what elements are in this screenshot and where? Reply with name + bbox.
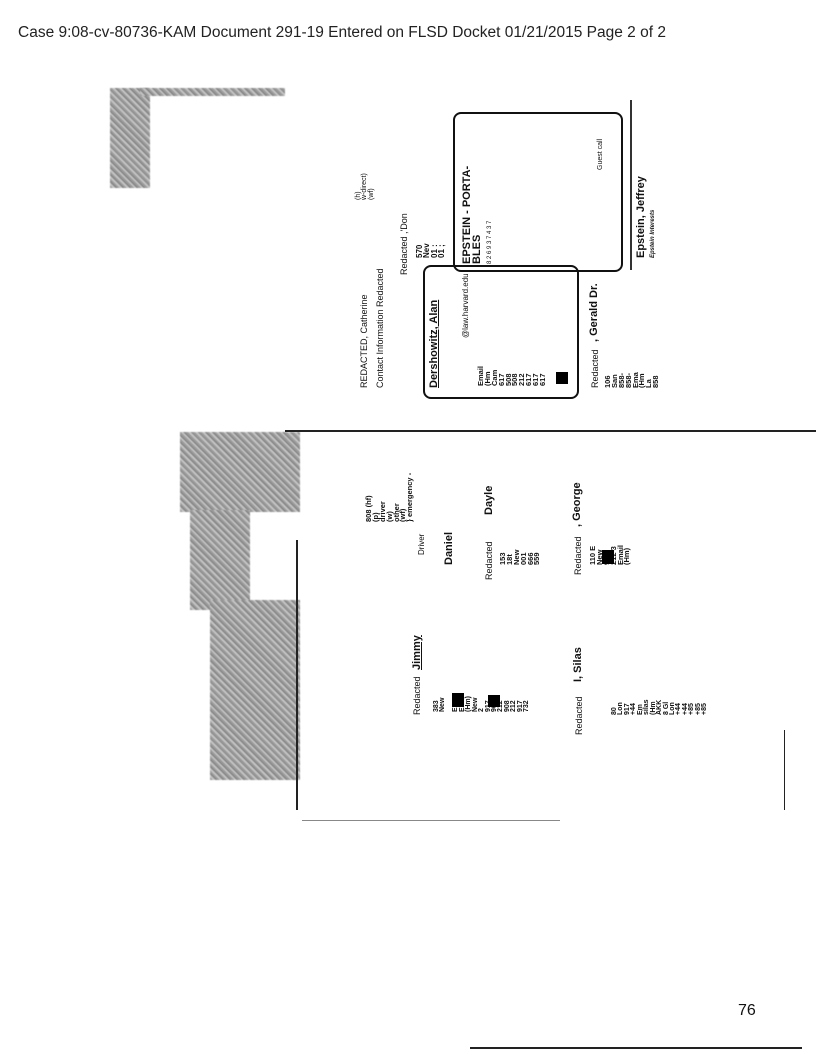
gerald-redacted: Redacted xyxy=(590,349,600,388)
section-divider xyxy=(285,430,816,432)
jimmy-name: Jimmy xyxy=(411,635,423,670)
epstein-interests: Epstein Interests xyxy=(650,209,656,258)
redaction-block xyxy=(452,693,464,707)
harvard-email: @law.harvard.edu xyxy=(461,273,470,338)
dayle-name: Dayle xyxy=(483,485,495,515)
right-edge-mark xyxy=(784,730,785,810)
george-name: , George xyxy=(571,482,583,527)
silas-name: I, Silas xyxy=(572,647,584,682)
silas-details: 80 Lon 917 +44 Em silas (Hm AKK 8 Gl Lon… xyxy=(611,699,709,715)
george-redacted: Redacted xyxy=(573,536,583,575)
dayle-redacted: Redacted xyxy=(484,541,494,580)
daniel-name: Daniel xyxy=(443,531,455,565)
catherine-entry: REDACTED, Catherine xyxy=(359,294,369,388)
epstein-box xyxy=(453,112,623,272)
redaction-block xyxy=(488,695,500,707)
footer-line xyxy=(470,1047,802,1049)
vertical-edge-line xyxy=(296,540,298,810)
dayle-details: 153 18t New 001 666 559 xyxy=(498,549,542,565)
emergency-details: 808 (hf) (p) driver (w) other (wf) } eme… xyxy=(364,472,415,522)
scan-artifact-left-mid xyxy=(190,510,250,610)
case-header: Case 9:08-cv-80736-KAM Document 291-19 E… xyxy=(18,24,666,41)
bottom-scan-line xyxy=(302,820,560,821)
dershowitz-details: Email (Hm Cam 617 508 508 212 617 617 61… xyxy=(476,365,548,386)
direct-note: (h) w-direct) (wf) xyxy=(355,173,375,200)
scan-artifact-left-upper xyxy=(180,432,300,512)
contact-redacted: Contact Information Redacted xyxy=(375,268,385,388)
guest-call: Guest call xyxy=(597,138,604,170)
scan-artifact-top-bar xyxy=(140,88,285,96)
epstein-jeffrey-bracket xyxy=(630,100,632,270)
jimmy-redacted: Redacted xyxy=(412,676,422,715)
gerald-details: 106 San 858- 858- Ema (Hm La 858 xyxy=(603,372,661,388)
gerald-name: , Gerald Dr. xyxy=(588,283,600,342)
silas-redacted: Redacted xyxy=(574,696,584,735)
driver-label: Driver xyxy=(417,533,426,555)
dershowitz-name: Dershowitz, Alan xyxy=(428,299,440,388)
jimmy-details: 383 New Ema Emm (Hm) New 2 917 908 212 9… xyxy=(433,695,531,712)
redaction-block xyxy=(602,550,614,564)
page-number: 76 xyxy=(738,1002,756,1019)
dershowitz-box xyxy=(423,265,579,399)
scan-artifact-left-lower xyxy=(210,600,300,780)
epstein-portables-sub: 8 2 6 9 3 7 4 3 7 xyxy=(487,220,493,264)
don-details: 570 Nev 01 : 01 ; xyxy=(415,243,447,258)
scan-artifact-top xyxy=(110,88,150,188)
epstein-jeffrey: Epstein, Jeffrey xyxy=(635,176,647,258)
redaction-block xyxy=(556,372,568,384)
epstein-portables: EPSTEIN - PORTA- BLES xyxy=(461,165,484,264)
don-entry: Redacted ,'Don xyxy=(399,213,409,275)
